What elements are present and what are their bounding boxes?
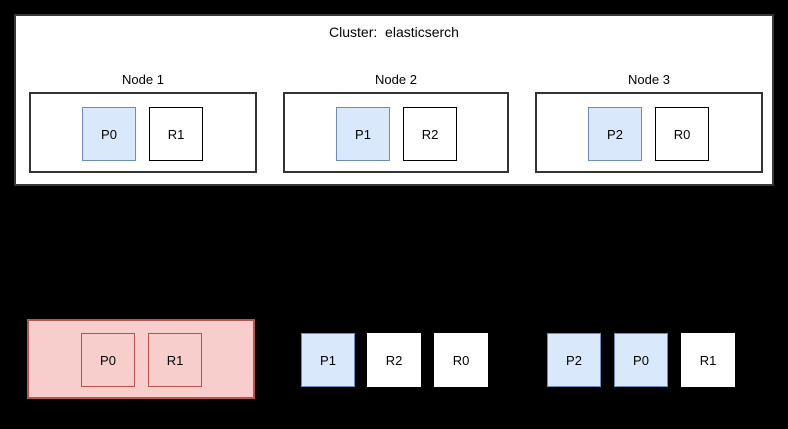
shard-failed-r1: R1 — [148, 333, 202, 387]
shard-failed-p0: P0 — [81, 333, 135, 387]
node-1-label: Node 1 — [122, 72, 164, 87]
shard-node3-primary: P2 — [588, 107, 642, 161]
shard-bottom-p0: P0 — [614, 333, 668, 387]
shard-node1-replica: R1 — [149, 107, 203, 161]
node-2-box: P1 R2 — [283, 92, 509, 173]
shard-node1-primary: P0 — [82, 107, 136, 161]
shard-bottom-r2: R2 — [367, 333, 421, 387]
shard-bottom-r1: R1 — [681, 333, 735, 387]
shard-node2-primary: P1 — [336, 107, 390, 161]
node-2-label: Node 2 — [375, 72, 417, 87]
shard-bottom-p2: P2 — [547, 333, 601, 387]
cluster-box: Cluster: elasticserch Node 1 P0 R1 Node … — [14, 14, 774, 186]
shard-node2-replica: R2 — [403, 107, 457, 161]
shard-bottom-p1: P1 — [301, 333, 355, 387]
shard-node3-replica: R0 — [655, 107, 709, 161]
cluster-title: Cluster: elasticserch — [329, 24, 459, 40]
node-3-label: Node 3 — [628, 72, 670, 87]
node-3-box: P2 R0 — [535, 92, 763, 173]
shard-bottom-r0: R0 — [434, 333, 488, 387]
failed-node-group: P0 R1 — [27, 319, 255, 399]
node-1-box: P0 R1 — [29, 92, 257, 173]
